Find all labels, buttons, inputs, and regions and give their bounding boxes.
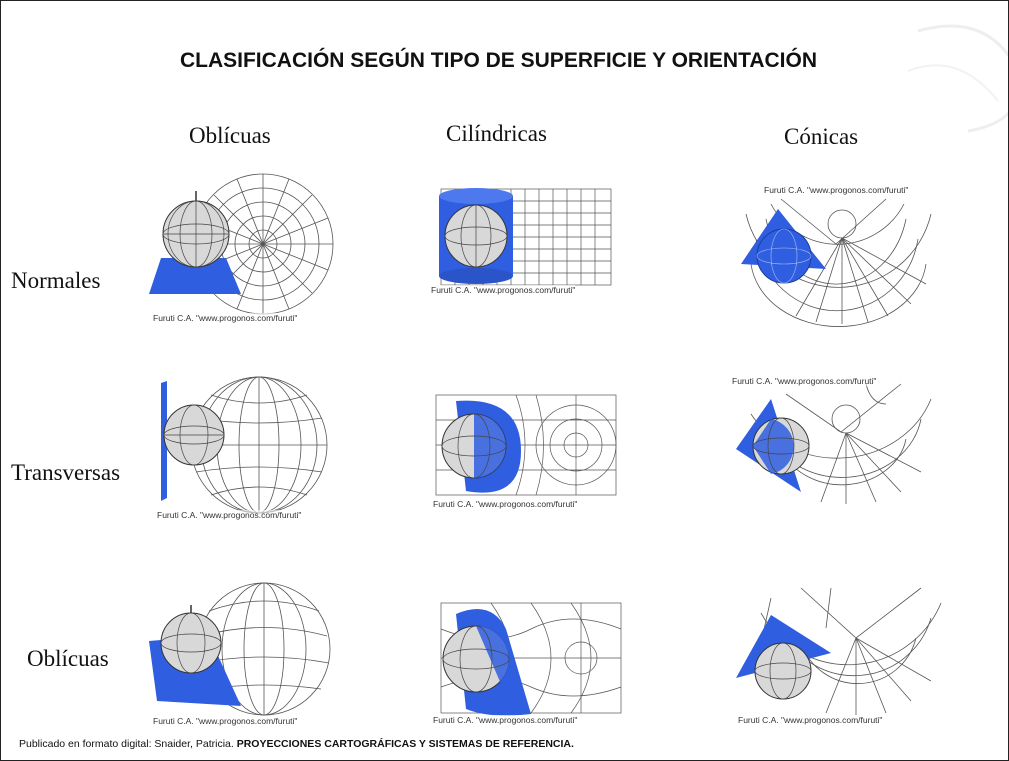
image-credit: Furuti C.A. "www.progonos.com/furuti" bbox=[732, 376, 877, 386]
row-header-normales: Normales bbox=[11, 268, 101, 293]
diagram-conical-normal bbox=[741, 198, 932, 327]
image-credit: Furuti C.A. "www.progonos.com/furuti" bbox=[433, 715, 578, 725]
globe bbox=[754, 642, 812, 700]
footer-bold-title: PROYECCIONES CARTOGRÁFICAS Y SISTEMAS DE… bbox=[236, 738, 574, 750]
projection-plane bbox=[161, 381, 167, 501]
diagram-planar-normal bbox=[149, 173, 334, 315]
row-header-transversas: Transversas bbox=[11, 460, 121, 485]
column-header-conicas: Cónicas bbox=[784, 124, 859, 149]
diagram-planar-transverse bbox=[161, 376, 328, 514]
footer-prefix: Publicado en formato digital: Snaider, P… bbox=[19, 738, 237, 750]
diagram-cylindrical-transverse bbox=[435, 394, 617, 496]
image-credit: Furuti C.A. "www.progonos.com/furuti" bbox=[153, 716, 298, 726]
projection-plane bbox=[149, 258, 241, 294]
image-credit: Furuti C.A. "www.progonos.com/furuti" bbox=[738, 715, 883, 725]
globe bbox=[752, 417, 810, 475]
diagram-cylindrical-normal bbox=[439, 188, 612, 286]
column-header-cilindricas: Cilíndricas bbox=[446, 121, 547, 146]
decorative-swirl bbox=[907, 24, 1008, 133]
diagram-conical-transverse bbox=[736, 383, 932, 504]
footer-citation: Publicado en formato digital: Snaider, P… bbox=[19, 738, 574, 750]
globe bbox=[442, 625, 513, 693]
slide-title: CLASIFICACIÓN SEGÚN TIPO DE SUPERFICIE Y… bbox=[179, 49, 818, 72]
globe bbox=[756, 228, 812, 284]
diagram-planar-oblique bbox=[149, 582, 331, 716]
diagram-conical-oblique bbox=[736, 587, 942, 715]
row-header-obliquas: Oblícuas bbox=[27, 646, 109, 671]
globe bbox=[160, 605, 222, 674]
column-header-obliquas: Oblícuas bbox=[189, 123, 271, 148]
image-credit: Furuti C.A. "www.progonos.com/furuti" bbox=[764, 185, 909, 195]
globe bbox=[444, 204, 508, 268]
image-credit: Furuti C.A. "www.progonos.com/furuti" bbox=[431, 285, 576, 295]
globe bbox=[163, 404, 225, 466]
image-credit: Furuti C.A. "www.progonos.com/furuti" bbox=[153, 313, 298, 323]
globe bbox=[441, 413, 507, 479]
image-credit: Furuti C.A. "www.progonos.com/furuti" bbox=[433, 499, 578, 509]
diagram-cylindrical-oblique bbox=[440, 602, 622, 716]
globe bbox=[162, 191, 230, 268]
image-credit: Furuti C.A. "www.progonos.com/furuti" bbox=[157, 510, 302, 520]
